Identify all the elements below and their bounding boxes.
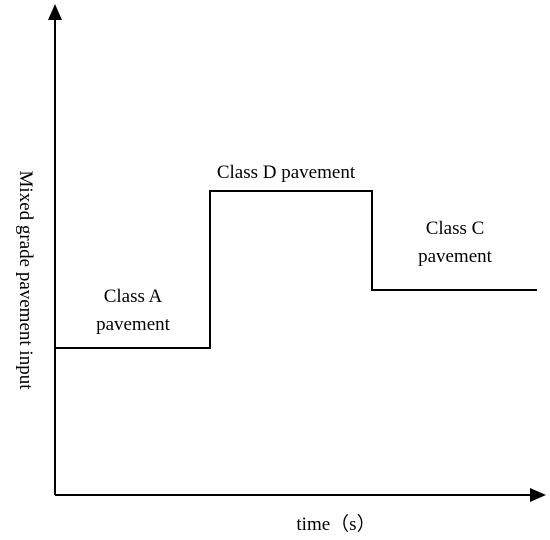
class-a-label-line1: Class A xyxy=(104,286,163,307)
y-axis-arrow-icon xyxy=(48,4,62,20)
class-c-label-line2: pavement xyxy=(418,246,493,267)
class-d-label: Class D pavement xyxy=(217,162,356,183)
class-a-label-line2: pavement xyxy=(96,314,171,335)
y-axis-label: Mixed grade pavement input xyxy=(15,171,36,391)
x-axis-label: time（s） xyxy=(296,513,375,535)
pavement-input-step-line xyxy=(55,190,537,349)
x-axis-arrow-icon xyxy=(530,488,546,502)
class-c-label-line1: Class C xyxy=(426,218,485,239)
